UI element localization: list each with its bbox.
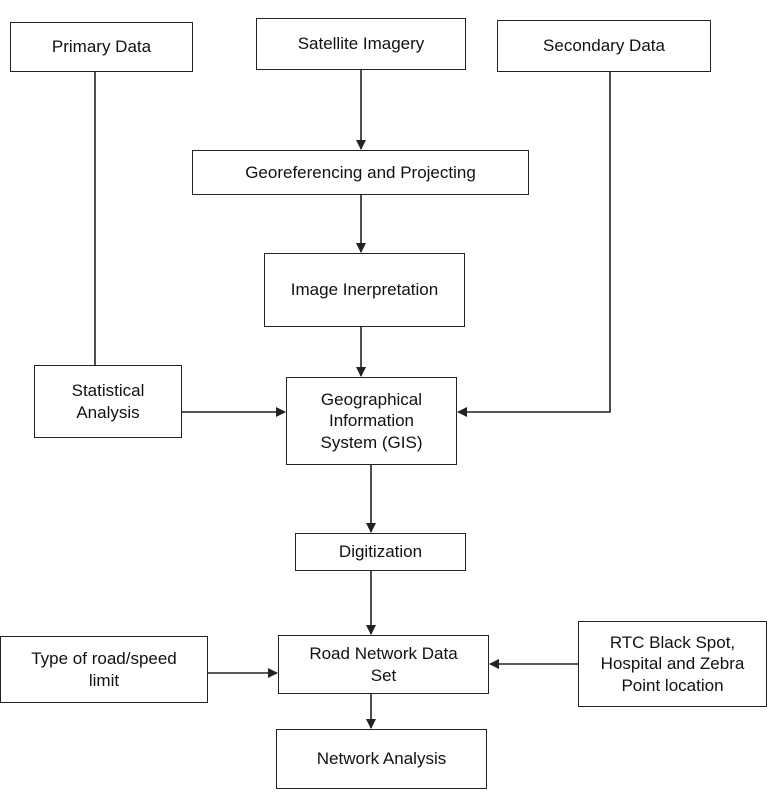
- digitization-label: Digitization: [338, 542, 423, 562]
- connector-secondary-data-to-gis: [457, 72, 611, 417]
- network-analysis-label: Network Analysis: [316, 749, 447, 769]
- image-interpretation-label: Image Inerpretation: [290, 280, 439, 300]
- georeferencing-box: Georeferencing and Projecting: [192, 150, 529, 195]
- georeferencing-label: Georeferencing and Projecting: [245, 162, 476, 182]
- primary-data-box: Primary Data: [10, 22, 193, 72]
- image-interpretation-box: Image Inerpretation: [264, 253, 465, 327]
- primary-data-label: Primary Data: [51, 37, 152, 57]
- statistical-analysis-box: Statistical Analysis: [34, 365, 182, 438]
- road-network-label: Road Network Data Set: [309, 644, 458, 685]
- type-of-road-box: Type of road/speed limit: [0, 636, 208, 703]
- statistical-analysis-label: Statistical Analysis: [71, 381, 145, 422]
- rtc-black-spot-label: RTC Black Spot, Hospital and Zebra Point…: [600, 633, 745, 695]
- type-of-road-label: Type of road/speed limit: [31, 649, 177, 690]
- digitization-box: Digitization: [295, 533, 466, 571]
- secondary-data-label: Secondary Data: [543, 36, 665, 56]
- satellite-imagery-label: Satellite Imagery: [297, 34, 425, 54]
- gis-label: Geographical Information System (GIS): [320, 390, 423, 452]
- network-analysis-box: Network Analysis: [276, 729, 487, 789]
- gis-box: Geographical Information System (GIS): [286, 377, 457, 465]
- secondary-data-box: Secondary Data: [497, 20, 711, 72]
- satellite-imagery-box: Satellite Imagery: [256, 18, 466, 70]
- rtc-black-spot-box: RTC Black Spot, Hospital and Zebra Point…: [578, 621, 767, 707]
- road-network-box: Road Network Data Set: [278, 635, 489, 694]
